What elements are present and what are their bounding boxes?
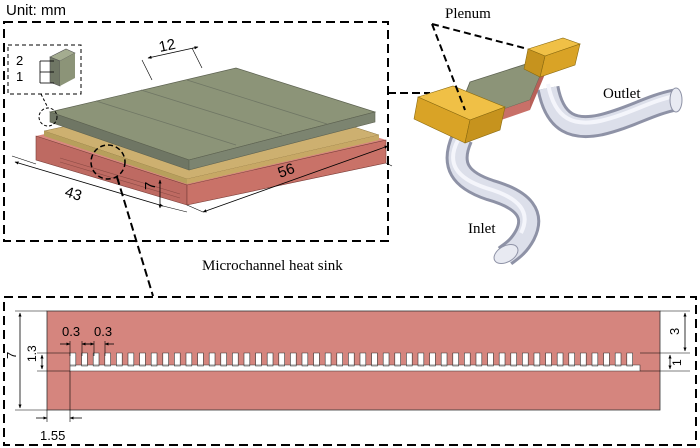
inset-layer-1: 1 xyxy=(16,69,23,84)
detail-leader xyxy=(116,176,154,297)
svg-text:3: 3 xyxy=(667,328,682,335)
plenum-top xyxy=(523,37,581,78)
layer-inset: 2 1 xyxy=(7,44,82,95)
sec-dim-edge-offset: 1.55 xyxy=(36,371,82,443)
inlet-pipe xyxy=(445,133,541,266)
svg-text:1.3: 1.3 xyxy=(25,345,39,362)
caption: Microchannel heat sink xyxy=(202,258,343,274)
plenum-bottom xyxy=(413,85,506,144)
dim-12: 12 xyxy=(141,36,203,81)
svg-text:1: 1 xyxy=(670,359,684,366)
unit-label: Unit: mm xyxy=(6,2,66,19)
svg-text:56: 56 xyxy=(276,160,297,182)
cross-section xyxy=(46,310,661,411)
layer-detail-circle xyxy=(38,107,58,127)
outlet-pipe xyxy=(536,83,683,139)
svg-text:0.3: 0.3 xyxy=(94,324,112,339)
sec-dim-top: 3 xyxy=(640,310,690,354)
inset-layer-2: 2 xyxy=(16,53,23,68)
sec-dim-fin-width: 0.3 xyxy=(85,324,114,356)
svg-text:7: 7 xyxy=(142,182,159,190)
sec-dim-height: 7 xyxy=(4,310,47,411)
dim-56: 56 xyxy=(186,145,393,213)
dim-7: 7 xyxy=(142,179,162,209)
channel-detail-circle xyxy=(90,144,126,180)
svg-text:12: 12 xyxy=(157,36,177,56)
inlet-label: Inlet xyxy=(468,221,496,237)
channel-array xyxy=(69,352,641,372)
sec-dim-bottom-gap: 1 xyxy=(640,354,690,372)
svg-text:0.3: 0.3 xyxy=(62,324,80,339)
plenum-pointers xyxy=(431,23,525,111)
plenum-label: Plenum xyxy=(445,6,491,22)
heat-sink-frame xyxy=(3,21,389,242)
outlet-label: Outlet xyxy=(603,86,641,102)
svg-text:7: 7 xyxy=(4,352,19,359)
sec-dim-channel-height: 1.3 xyxy=(25,345,70,372)
dim-43: 43 xyxy=(11,155,188,213)
svg-text:1.55: 1.55 xyxy=(40,428,65,443)
svg-text:43: 43 xyxy=(63,184,84,205)
